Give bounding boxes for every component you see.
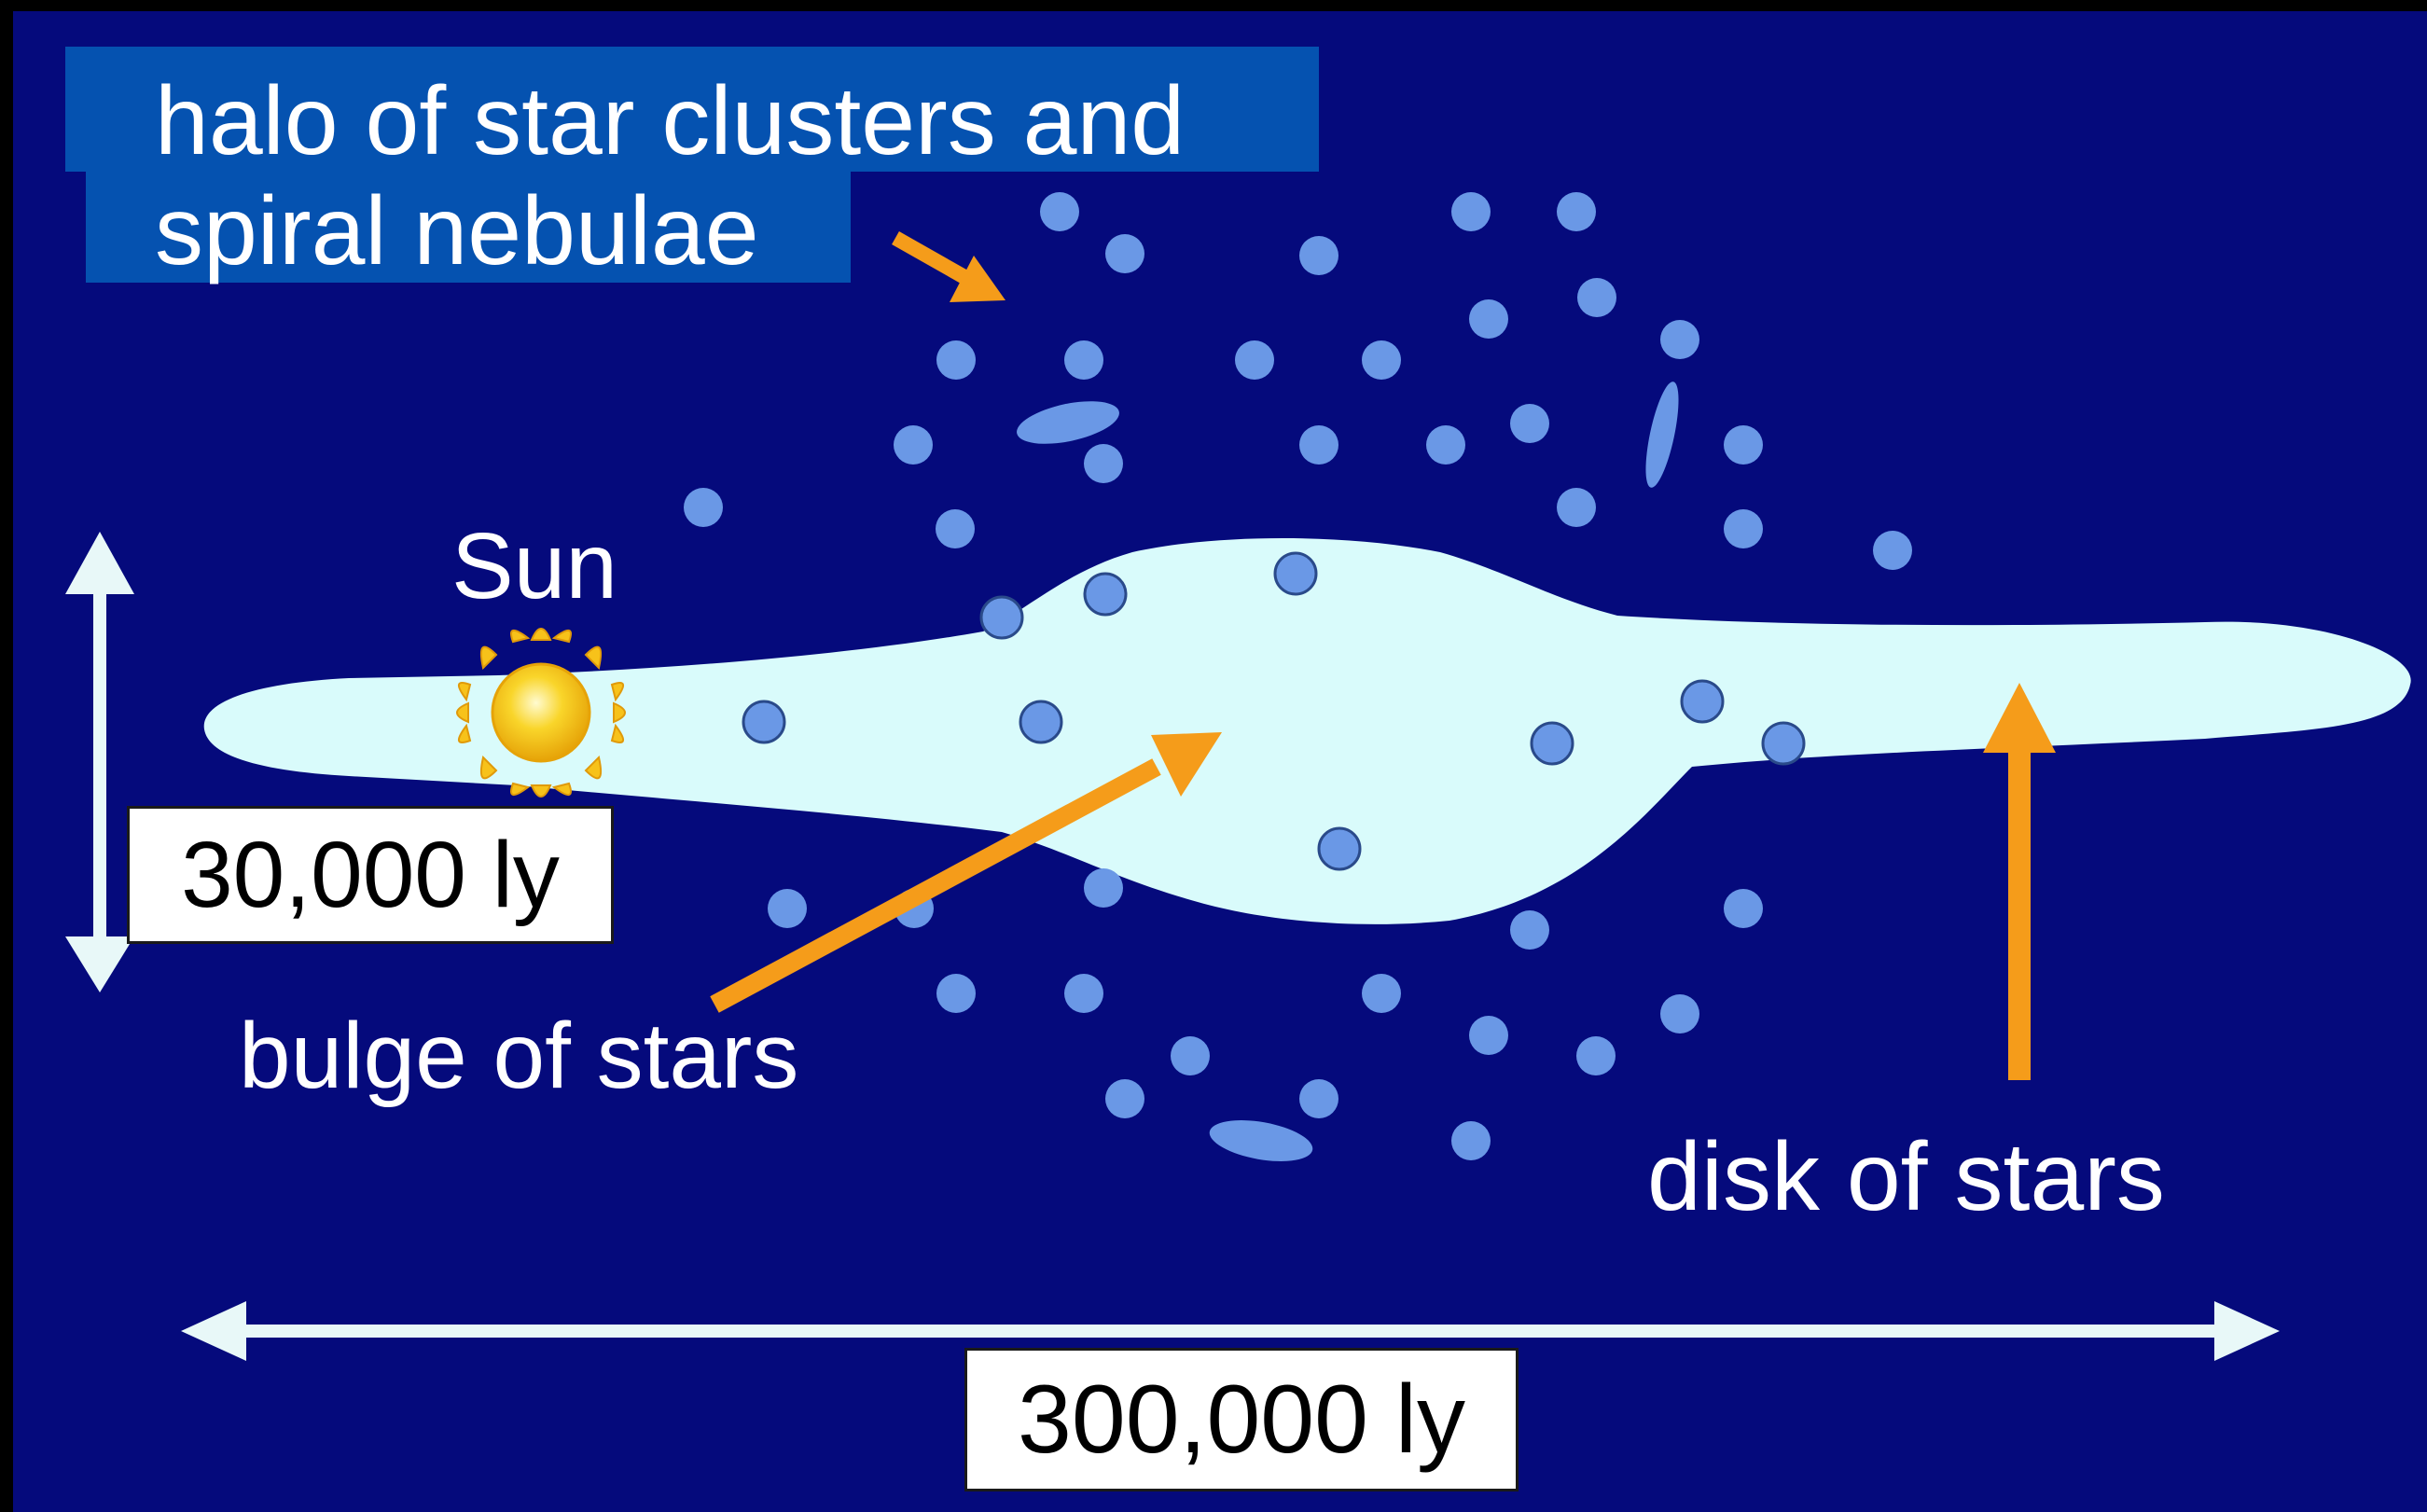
halo-label-line1: halo of star clusters and xyxy=(155,73,1185,170)
halo-pointer-arrow xyxy=(895,238,1005,302)
disk-label: disk of stars xyxy=(1647,1129,2165,1226)
height-scale-arrow xyxy=(65,532,134,992)
diagram-canvas: halo of star clusters and spiral nebulae… xyxy=(13,11,2427,1512)
width-scale-label: 300,000 ly xyxy=(964,1348,1519,1491)
halo-label-line2: spiral nebulae xyxy=(155,183,759,280)
disk-pointer-arrow xyxy=(1983,683,2056,1080)
sun-label: Sun xyxy=(451,520,617,613)
height-scale-label: 30,000 ly xyxy=(127,806,614,944)
bulge-label: bulge of stars xyxy=(239,1009,798,1103)
